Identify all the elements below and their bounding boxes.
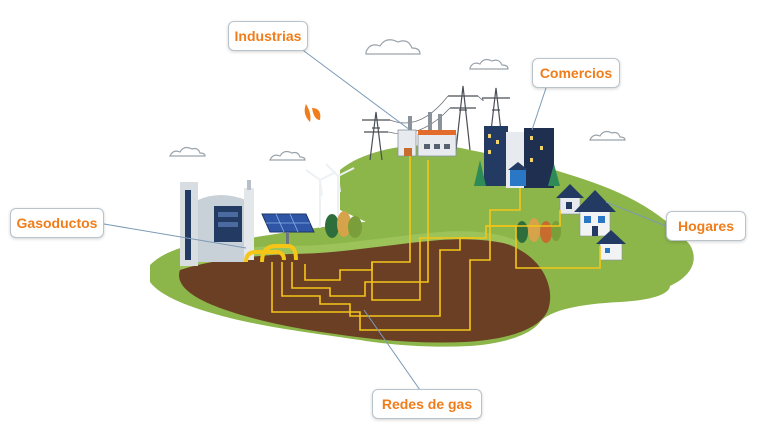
- gas-plant-icon: [180, 180, 254, 266]
- label-comercios-text: Comercios: [539, 65, 613, 81]
- cloud-icon: [269, 150, 306, 161]
- label-gasoductos: Gasoductos: [10, 208, 104, 238]
- house-icon: [596, 230, 626, 261]
- house-icon: [574, 190, 616, 237]
- wind-turbine-icon: [305, 169, 337, 228]
- label-industrias: Industrias: [228, 21, 308, 51]
- power-lines: [387, 95, 484, 134]
- cloud-icon: [589, 130, 626, 141]
- office-building-icon: [484, 126, 554, 188]
- power-tower-icon: [362, 111, 390, 161]
- cloud-icon: [365, 39, 421, 55]
- cloud-icon: [169, 146, 206, 157]
- label-redes-de-gas-text: Redes de gas: [381, 396, 473, 412]
- label-comercios: Comercios: [532, 58, 620, 88]
- label-redes-de-gas: Redes de gas: [372, 389, 482, 419]
- factory-icon: [397, 112, 457, 157]
- gas-pipe-network: [271, 156, 601, 331]
- gas-pipe-icon: [244, 244, 298, 263]
- power-tower-icon: [448, 85, 478, 151]
- tree-icon: [325, 211, 362, 238]
- cloud-icon: [469, 58, 509, 70]
- house-icon: [556, 184, 584, 215]
- label-hogares-text: Hogares: [677, 218, 735, 234]
- label-hogares: Hogares: [666, 211, 746, 241]
- label-gasoductos-text: Gasoductos: [16, 215, 98, 231]
- leader-lines: [103, 47, 667, 391]
- solar-panel-icon: [261, 213, 315, 244]
- label-industrias-text: Industrias: [234, 28, 302, 44]
- power-tower-icon: [482, 87, 510, 141]
- butterfly-icon: [304, 104, 321, 122]
- tree-icon: [474, 160, 560, 186]
